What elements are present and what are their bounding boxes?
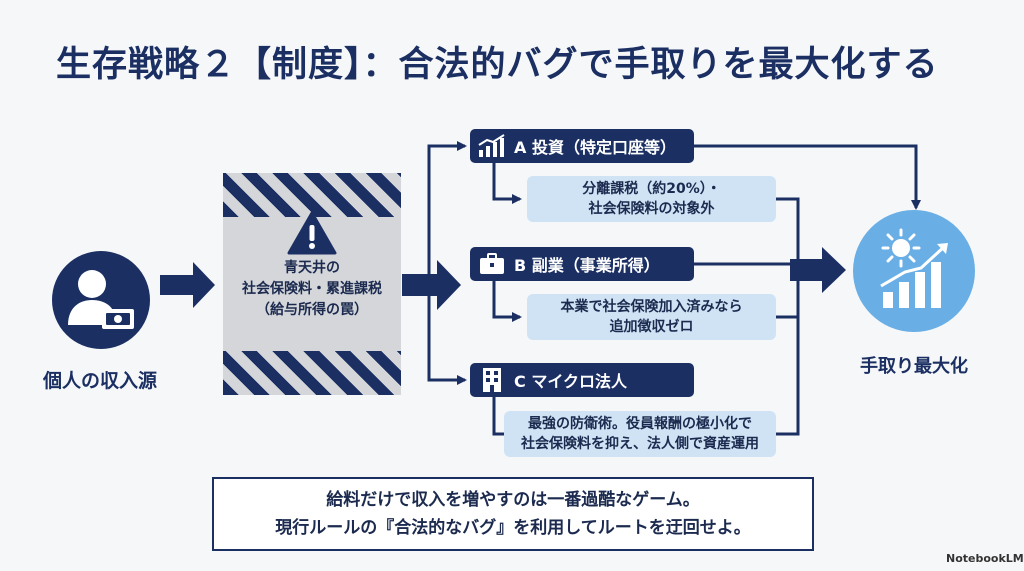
link-a-to-desc bbox=[492, 163, 522, 204]
option-c-header: C マイクロ法人 bbox=[470, 363, 694, 397]
message-line: 現行ルールの『合法的なバグ』を利用してルートを迂回せよ。 bbox=[275, 518, 751, 538]
collector-c bbox=[776, 317, 800, 436]
option-b-desc-line: 追加徴収ゼロ bbox=[609, 319, 694, 335]
option-c-desc-line: 最強の防衛術。役員報酬の極小化で bbox=[528, 416, 752, 432]
branch-to-a bbox=[427, 141, 467, 285]
arrow-trap-to-options bbox=[402, 260, 461, 310]
option-b-label: B 副業（事業所得） bbox=[514, 256, 660, 275]
option-a-desc: 分離課税（約20%）・ 社会保険料の対象外 bbox=[527, 176, 776, 222]
arrow-source-to-trap bbox=[160, 262, 215, 308]
option-a-header: A 投資（特定口座等） bbox=[470, 129, 694, 163]
option-c-label: C マイクロ法人 bbox=[514, 372, 627, 391]
tax-trap-box: 青天井の 社会保険料・累進課税 （給与所得の罠） bbox=[223, 173, 401, 395]
trap-line: 青天井の bbox=[284, 260, 340, 276]
brand-watermark: NotebookLM bbox=[946, 552, 1024, 565]
option-c-desc-line: 社会保険料を抑え、法人側で資産運用 bbox=[521, 436, 759, 452]
hazard-stripes-bottom bbox=[223, 351, 401, 395]
trap-text: 青天井の 社会保険料・累進課税 （給与所得の罠） bbox=[223, 258, 401, 321]
page-title: 生存戦略２【制度】：合法的バグで手取りを最大化する bbox=[56, 45, 939, 85]
branch-to-c bbox=[427, 285, 467, 385]
option-c-desc: 最強の防衛術。役員報酬の極小化で 社会保険料を抑え、法人側で資産運用 bbox=[504, 411, 776, 457]
growth-chart-icon bbox=[470, 129, 514, 163]
trap-line: （給与所得の罠） bbox=[256, 302, 368, 318]
trap-line: 社会保険料・累進課税 bbox=[242, 281, 382, 297]
arrow-options-to-goal bbox=[790, 247, 846, 293]
option-a-desc-line: 分離課税（約20%）・ bbox=[582, 181, 721, 197]
option-a-desc-line: 社会保険料の対象外 bbox=[588, 201, 715, 217]
link-a-to-goal bbox=[694, 144, 921, 210]
option-a-label: A 投資（特定口座等） bbox=[514, 138, 676, 157]
option-b-desc: 本業で社会保険加入済みなら 追加徴収ゼロ bbox=[527, 294, 776, 340]
building-icon bbox=[470, 363, 514, 397]
warning-icon bbox=[287, 211, 337, 255]
message-line: 給料だけで収入を増やすのは一番過酷なゲーム。 bbox=[326, 490, 700, 510]
briefcase-icon bbox=[470, 247, 514, 281]
source-label: 個人の収入源 bbox=[42, 370, 157, 392]
conclusion-message: 給料だけで収入を増やすのは一番過酷なゲーム。 現行ルールの『合法的なバグ』を利用… bbox=[212, 477, 814, 551]
income-source-icon bbox=[52, 251, 150, 349]
option-b-header: B 副業（事業所得） bbox=[470, 247, 694, 281]
link-b-to-desc bbox=[492, 281, 522, 322]
option-b-desc-line: 本業で社会保険加入済みなら bbox=[560, 299, 743, 315]
sun-growth-icon bbox=[853, 210, 975, 332]
collector-a bbox=[776, 197, 800, 270]
goal-label: 手取り最大化 bbox=[860, 356, 968, 377]
hazard-stripes-top bbox=[223, 173, 401, 217]
